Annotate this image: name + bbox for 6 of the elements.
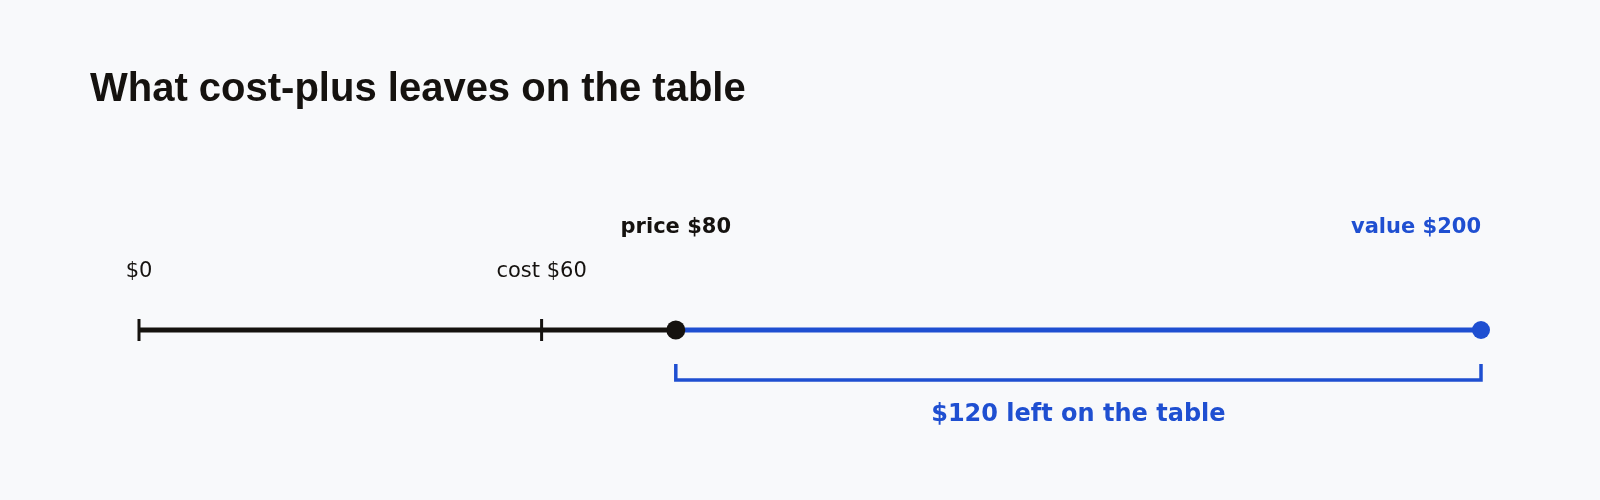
diagram-title: What cost-plus leaves on the table	[90, 64, 746, 110]
bracket-label: $120 left on the table	[931, 400, 1226, 428]
marker-label: value $200	[1351, 214, 1481, 239]
tick-label: $0	[125, 258, 153, 283]
tick-label: cost $60	[496, 258, 587, 283]
marker-label: price $80	[620, 214, 731, 239]
